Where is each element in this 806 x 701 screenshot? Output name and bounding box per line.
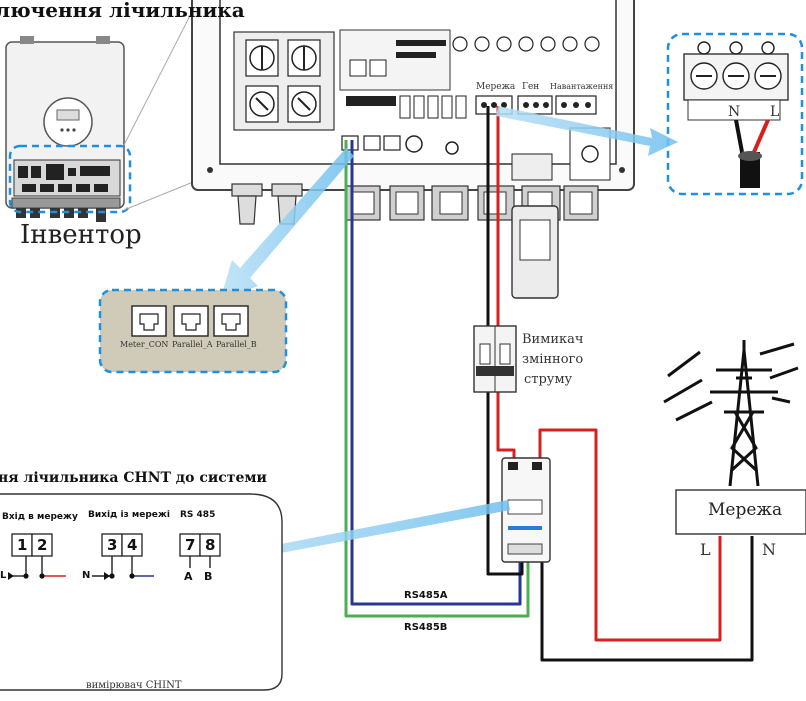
port-label-meter: Meter_CON	[120, 340, 169, 349]
port-label-parallel-a: Parallel_A	[172, 340, 213, 349]
zoom-label-l: L	[770, 104, 780, 120]
parallel-a-port	[173, 305, 209, 337]
rs485b-label: RS485B	[404, 622, 448, 633]
grid-l-label: L	[700, 540, 711, 559]
breaker-label-line-3: струму	[524, 372, 573, 387]
breaker-label-line-1: Вимикач	[522, 332, 584, 347]
terminal-label-gen: Ген	[522, 82, 540, 92]
meter-panel-caption: вимірювач CHINT	[86, 680, 182, 691]
meter-terminal-4: 4	[127, 536, 138, 554]
inverter-highlight	[8, 144, 132, 214]
grid-n-label: N	[762, 540, 776, 559]
diagram-title: лючення лічильника	[0, 0, 245, 22]
meter-wiring-panel	[0, 493, 283, 691]
wires	[344, 106, 754, 662]
breaker-label-line-2: змінного	[522, 352, 584, 367]
grid-pylon-icon	[663, 340, 799, 487]
inverter-label: Інвентор	[20, 220, 142, 250]
ac-breaker	[473, 325, 517, 393]
grid-box	[675, 489, 806, 535]
terminal-label-grid: Мережа	[476, 82, 516, 92]
meter-col-out: Вихід із мережі	[88, 510, 170, 520]
ac-terminal-zoom	[666, 32, 804, 196]
zoom-label-n: N	[728, 104, 741, 120]
inverter-wiring-bay	[191, 0, 635, 299]
meter-label-l: L	[0, 570, 7, 581]
callout-arrows	[218, 106, 678, 568]
meter-col-in: Вхід в мережу	[2, 512, 78, 522]
rs485a-label: RS485A	[404, 590, 448, 601]
meter-label-n: N	[82, 570, 91, 581]
meter-terminal-3: 3	[107, 536, 118, 554]
port-panel	[98, 288, 288, 374]
energy-meter	[501, 457, 551, 563]
meter-terminal-7: 7	[185, 536, 196, 554]
meter-label-b: B	[204, 570, 213, 583]
meter-terminal-2: 2	[37, 536, 48, 554]
meter-terminal-8: 8	[205, 536, 216, 554]
meter-label-a: A	[184, 570, 193, 583]
battery-connectors	[231, 183, 303, 225]
meter-con-port	[131, 305, 167, 337]
meter-col-rs: RS 485	[180, 510, 216, 520]
parallel-b-port	[213, 305, 249, 337]
meter-terminal-1: 1	[17, 536, 28, 554]
inverter-display	[43, 97, 93, 147]
grid-box-label: Мережа	[708, 500, 783, 520]
terminal-label-load: Навантаження	[550, 82, 614, 91]
port-label-parallel-b: Parallel_B	[216, 340, 257, 349]
inverter-thumbnail	[5, 0, 199, 222]
meter-panel-heading: ня лічильника CHNT до системи	[0, 470, 267, 486]
